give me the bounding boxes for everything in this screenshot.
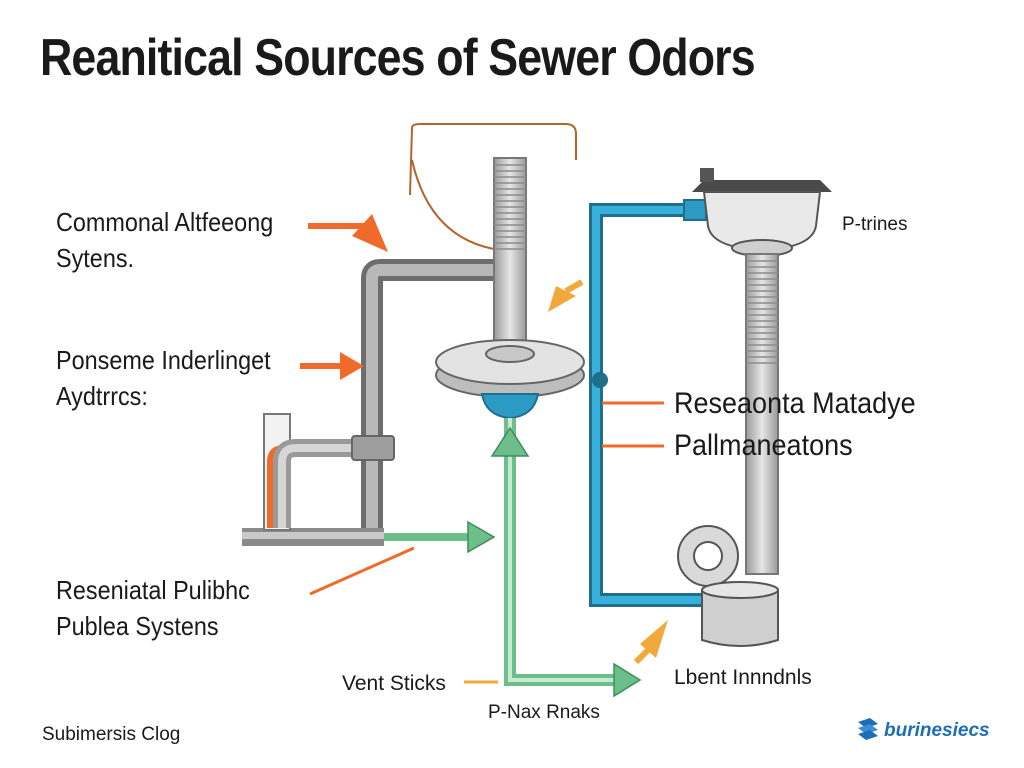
blue-drain-bowl [480,393,540,420]
sink-faucet [700,168,714,182]
right-drain-pipe-ribs [746,258,778,368]
label-p-trap: P-trines [842,214,908,235]
label-left-2-line1: Ponseme Inderlinget [56,345,271,375]
green-arrow-mid [467,520,496,554]
label-right-big-1: Reseaonta Matadye [674,387,916,420]
blue-pipe-joint [592,372,608,388]
left-trap-pipe-hl [278,444,360,528]
label-left-3-line1: Reseniatal Pulibhc [56,575,250,605]
pipe-coupling [351,435,395,461]
arrow-3-leader [309,546,415,596]
left-trap-pipe [273,439,360,528]
label-left-3-line2: Publea Systens [56,611,219,641]
blue-pipe-coupling [683,199,707,221]
label-left-1-line1: Commonal Altfeeong [56,207,274,237]
brand-logo: burinesiecs [856,718,990,744]
green-flow-pipe-hl [508,418,620,682]
label-right-big-2: Pallmaneatons [674,429,853,462]
gray-pipe-outer [361,259,500,540]
sink-rim [692,180,832,192]
green-arrow-up [490,426,530,457]
diagram-title: Reanitical Sources of Sewer Odors [40,29,756,87]
green-arrow-right [613,662,642,698]
p-trap-cup [701,589,779,647]
p-trap-elbow-inner [693,541,723,571]
arrow-1-head [352,214,388,252]
vent-wire [409,123,577,196]
blue-pipe-hl [592,206,706,604]
arrow-5-shaft [633,639,659,665]
arrow-4-shaft [564,279,584,294]
flange-hub [485,345,535,363]
gray-pipe-outer-hl [366,264,500,540]
p-trap-cup-top [701,581,779,599]
label-vent-stacks: Vent Sticks [342,672,446,695]
logo-icon [858,718,878,740]
vent-pipe-ribs [494,162,526,252]
green-flow-pipe [504,418,620,686]
arrow-2-head [340,352,364,380]
label-bottom-right: Lbent Innndnls [674,666,812,689]
gray-pipe-bottom-hl [242,532,384,539]
label-bottom-left: Subimersis Clog [42,724,181,745]
label-left-1-line2: Sytens. [56,243,135,273]
label-bottom-center: P-Nax Rnaks [488,702,600,723]
vent-wire-curve [411,159,501,251]
logo-text: burinesiecs [884,720,990,741]
label-left-2-line2: Aydtrrcs: [56,381,148,411]
